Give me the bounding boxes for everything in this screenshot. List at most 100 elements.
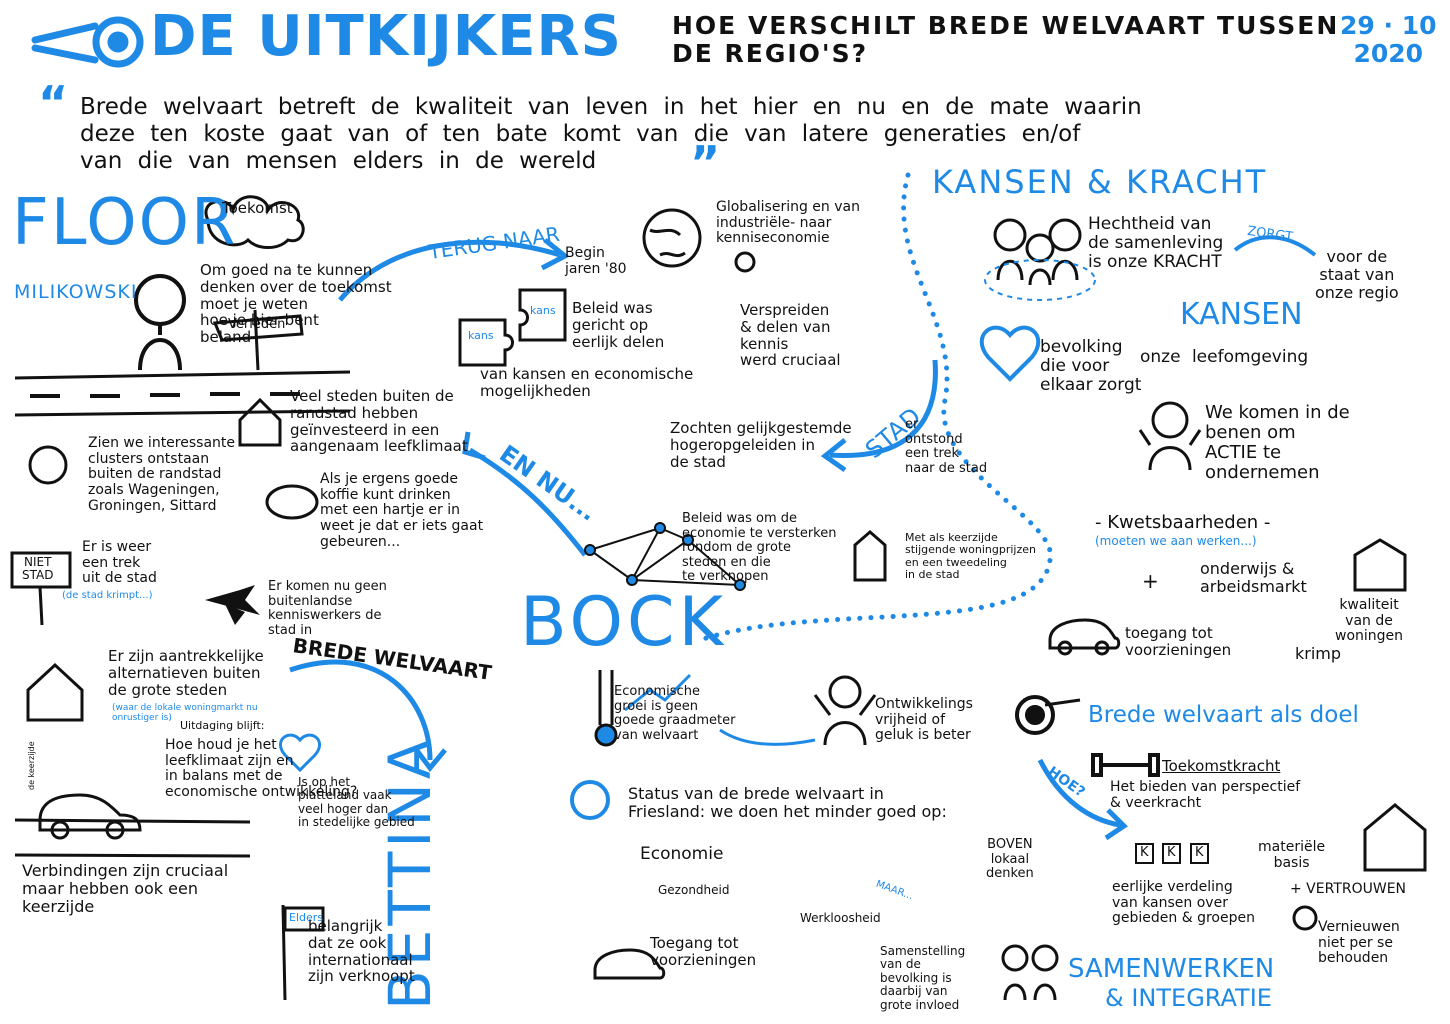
hechtheid-text: Hechtheid van de samenleving is onze KRA… (1088, 214, 1224, 273)
alternatieven-text: Er zijn aantrekkelijke alternatieven bui… (108, 647, 264, 699)
trek-text: Er is weer een trek uit de stad (82, 539, 157, 587)
puzzle-kans-a: kans (468, 329, 494, 342)
perspectief-text: Het bieden van perspectief & veerkracht (1110, 779, 1301, 811)
beleid-versterken-text: Beleid was om de economie te versterken … (682, 511, 837, 585)
buitenlandse-text: Er komen nu geen buitenlandse kenniswerk… (268, 579, 387, 638)
coffee-cup-icon (265, 484, 319, 520)
belangrijk-text: belangrijk dat ze ook internationaal zij… (308, 917, 415, 986)
airplane-icon (205, 585, 260, 625)
arrow-ontwikkeling (719, 728, 816, 746)
house-icon (26, 397, 1427, 872)
heart-icon-large (979, 325, 1041, 382)
globe-icon (642, 208, 702, 268)
keerzijde-text: Met als keerzijde stijgende woningprijze… (905, 531, 1036, 581)
lightbulb-icon-2 (1292, 905, 1318, 931)
toegang-voorzieningen-2: Toegang tot voorzieningen (650, 934, 757, 969)
thermometer-icon (594, 670, 618, 747)
k-box-3: K (1190, 843, 1209, 864)
flag-icon (281, 904, 325, 1001)
integratie-title: & INTEGRATIE (1105, 984, 1272, 1012)
stick-figure-arms-up (813, 675, 877, 746)
om-goed-text: Om goed na te kunnen denken over de toek… (200, 261, 392, 347)
tree-icon (28, 445, 68, 485)
uitdaging-label: Uitdaging blijft: (180, 719, 265, 732)
kwaliteit-woningen-text: kwaliteit van de woningen (1335, 597, 1404, 645)
economische-groei-text: Economische groei is geen goede graadmet… (614, 684, 736, 743)
arrow-terug-naar (338, 239, 561, 302)
ontwikkeling-text: Ontwikkelings vrijheid of geluk is beter (875, 696, 973, 744)
globalisering-text: Globalisering en van industriële- naar k… (716, 199, 860, 247)
speaker-floor-last: MILIKOWSKI (14, 281, 138, 303)
arrow-en-nu (468, 447, 587, 557)
road-lines (14, 370, 351, 858)
toegang-voorzieningen-1: toegang tot voorzieningen (1125, 624, 1232, 659)
hoe-houd-text: Hoe houd je het leefklimaat zijn en in b… (165, 737, 358, 801)
arrow-hoe (1037, 758, 1121, 828)
telescope-eye-icon (31, 16, 144, 68)
speaker-floor-first: FLOOR (12, 186, 238, 260)
zochten-text: Zochten gelijkgestemde hogeropgeleiden i… (670, 419, 852, 471)
alternatieven-subtext: (waar de lokale woningmarkt nu onrustige… (112, 703, 258, 724)
arrow-zorgt (1233, 235, 1317, 257)
dotted-divider-line (697, 172, 1053, 643)
car-icon (38, 618, 1121, 980)
people-icon (993, 218, 1082, 286)
koffie-text: Als je ergens goede koffie kunt drinken … (320, 471, 484, 550)
signpost-icon (212, 309, 304, 371)
target-icon (1015, 695, 1055, 735)
cloud-icon (204, 195, 305, 249)
verspreiden-text: Verspreiden & delen van kennis werd cruc… (740, 301, 841, 370)
arrow-brede-welvaart (289, 659, 433, 761)
quote-text: Brede welvaart betreft de kwaliteit van … (80, 94, 1142, 175)
samenwerken-title: SAMENWERKEN (1068, 954, 1275, 984)
kwetsbaarheden-title: - Kwetsbaarheden - (1095, 512, 1271, 533)
stick-figure-actie (1138, 401, 1202, 471)
samenstelling-text: Samenstelling van de bevolking is daarbi… (880, 944, 966, 1012)
arrow-growth (624, 673, 692, 712)
toekomstkracht-label: Toekomstkracht (1162, 757, 1281, 775)
elders-flag-label: Elders (289, 911, 324, 924)
bevolking-text: bevolking die voor elkaar zorgt (1040, 337, 1142, 396)
gezondheid-label: Gezondheid (658, 883, 730, 897)
economie-label: Economie (640, 844, 724, 864)
eerlijke-verdeling-text: eerlijke verdeling van kansen over gebie… (1112, 879, 1255, 927)
krimp-label: krimp (1295, 644, 1342, 663)
vertrouwen-label: + VERTROUWEN (1290, 881, 1407, 897)
brand-title: DE UITKIJKERS (150, 4, 622, 69)
actie-text: We komen in de benen om ACTIE te onderne… (1205, 402, 1350, 484)
barbell-icon (1091, 753, 1160, 777)
puzzle-icon (458, 288, 567, 367)
werkloosheid-label: Werkloosheid (800, 911, 881, 925)
page-date: 29 · 10 2020 (1340, 11, 1437, 68)
speaker-bock-last: BOCK (520, 583, 728, 662)
kansen-title: KANSEN (1180, 297, 1303, 332)
heart-icon (278, 733, 322, 773)
arrow-stad (829, 359, 938, 459)
plus-sign: + (1142, 569, 1159, 593)
dashed-circle (984, 259, 1096, 301)
trek-subtext: (de stad krimpt...) (62, 590, 153, 601)
k-box-2: K (1162, 843, 1181, 864)
boven-lokaal-text: BOVEN lokaal denken (986, 837, 1034, 882)
kansen-kracht-title: KANSEN & KRACHT (932, 163, 1268, 201)
verleden-sign-label: Verleden (228, 317, 286, 332)
network-diagram (584, 522, 746, 591)
niet-stad-label: NIET STAD (22, 555, 54, 583)
k-box-1: K (1135, 843, 1154, 864)
quote-close-mark: ” (690, 136, 721, 190)
kansen-economische-text: van kansen en economische mogelijkheden (480, 365, 694, 400)
platteland-text: Is op het platteland vaak veel hoger dan… (298, 775, 415, 830)
materiele-basis-text: materiële basis (1258, 839, 1326, 871)
puzzle-kans-b: kans (530, 304, 556, 317)
toekomst-label: Toekomst (222, 199, 293, 217)
stick-figure-floor (134, 274, 186, 371)
quote-open-mark: “ (38, 76, 69, 130)
wheel-icon (570, 780, 610, 820)
clusters-text: Zien we interessante clusters ontstaan b… (88, 435, 235, 514)
verbindingen-text: Verbindingen zijn cruciaal maar hebben o… (22, 861, 229, 916)
status-text: Status van de brede welvaart in Frieslan… (628, 784, 947, 821)
kwetsbaarheden-subtext: (moeten we aan werken...) (1095, 534, 1257, 548)
begin-jaren-label: Begin jaren '80 (565, 245, 627, 277)
